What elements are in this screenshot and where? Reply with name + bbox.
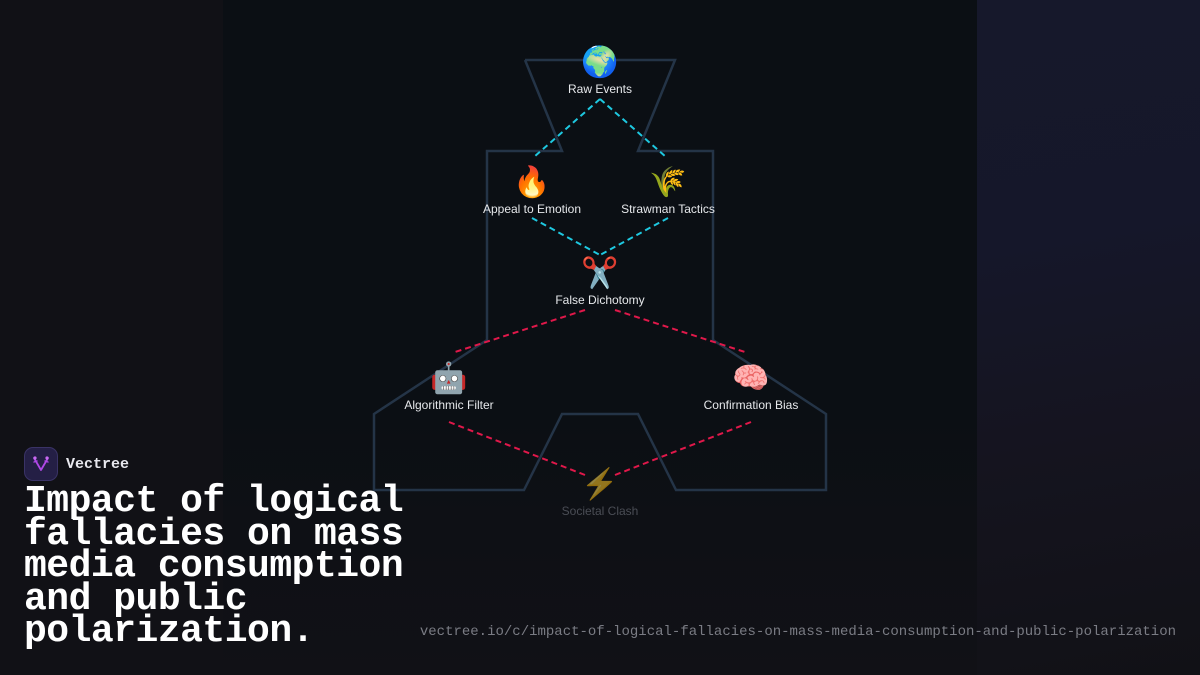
page-url[interactable]: vectree.io/c/impact-of-logical-fallacies…	[419, 624, 1176, 640]
brand-name: Vectree	[66, 455, 130, 473]
node-appeal-to-emotion[interactable]: 🔥 Appeal to Emotion	[483, 166, 581, 216]
lightning-icon: ⚡	[581, 468, 619, 501]
node-algorithmic-filter[interactable]: 🤖 Algorithmic Filter	[404, 362, 493, 412]
node-label: Algorithmic Filter	[404, 398, 494, 412]
node-label: Appeal to Emotion	[482, 202, 582, 216]
node-confirmation-bias[interactable]: 🧠 Confirmation Bias	[704, 362, 799, 412]
brand[interactable]: Vectree	[24, 447, 129, 481]
edge-dichotomy-to-algorithmic	[451, 309, 586, 354]
vectree-logo-icon	[24, 447, 58, 481]
node-label: Raw Events	[567, 82, 633, 96]
diagram-panel	[223, 0, 977, 675]
robot-icon: 🤖	[430, 362, 468, 395]
edge-confirmation-to-clash	[614, 421, 752, 476]
node-label: False Dichotomy	[555, 293, 645, 307]
node-label: Societal Clash	[561, 504, 639, 518]
node-societal-clash[interactable]: ⚡ Societal Clash	[562, 468, 639, 518]
node-false-dichotomy[interactable]: ✂️ False Dichotomy	[555, 257, 644, 307]
page-title: Impact of logical fallacies on mass medi…	[24, 480, 404, 653]
wheat-icon: 🌾	[649, 166, 687, 199]
fire-icon: 🔥	[513, 166, 551, 199]
brain-icon: 🧠	[732, 362, 770, 395]
globe-icon: 🌍	[581, 46, 619, 79]
edge-algorithmic-to-clash	[448, 421, 586, 476]
node-strawman-tactics[interactable]: 🌾 Strawman Tactics	[621, 166, 715, 216]
scissors-icon: ✂️	[581, 257, 619, 290]
background-gradient-right	[977, 0, 1200, 675]
node-label: Strawman Tactics	[621, 202, 715, 216]
edge-strawman-to-dichotomy	[599, 217, 669, 256]
edge-raw-to-strawman	[599, 98, 667, 158]
edge-raw-to-appeal	[533, 98, 601, 158]
edge-dichotomy-to-confirmation	[614, 309, 749, 354]
edge-appeal-to-dichotomy	[531, 217, 601, 256]
diagram-outline-shape	[372, 58, 828, 492]
node-raw-events[interactable]: 🌍 Raw Events	[568, 46, 632, 96]
node-label: Confirmation Bias	[703, 398, 799, 412]
